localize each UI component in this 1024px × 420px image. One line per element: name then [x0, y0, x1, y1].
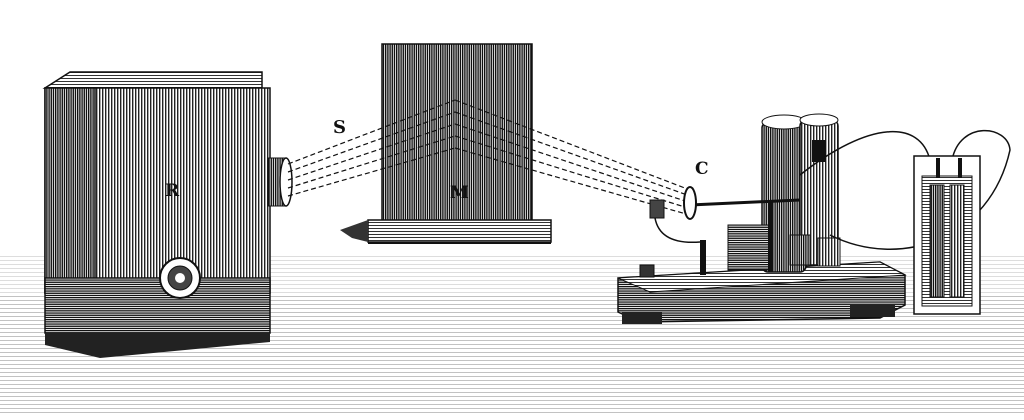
oscillator-box — [42, 71, 293, 358]
label-box: R — [165, 181, 180, 201]
receiver-apparatus — [617, 113, 1011, 324]
label-source: S — [333, 117, 346, 138]
ray-paths — [287, 99, 691, 215]
battery-cell — [913, 155, 981, 315]
label-mirror: M — [450, 183, 469, 203]
reflector-panel — [340, 43, 552, 244]
receiver-dish-icon — [683, 186, 697, 220]
label-receiver: C — [695, 159, 709, 179]
